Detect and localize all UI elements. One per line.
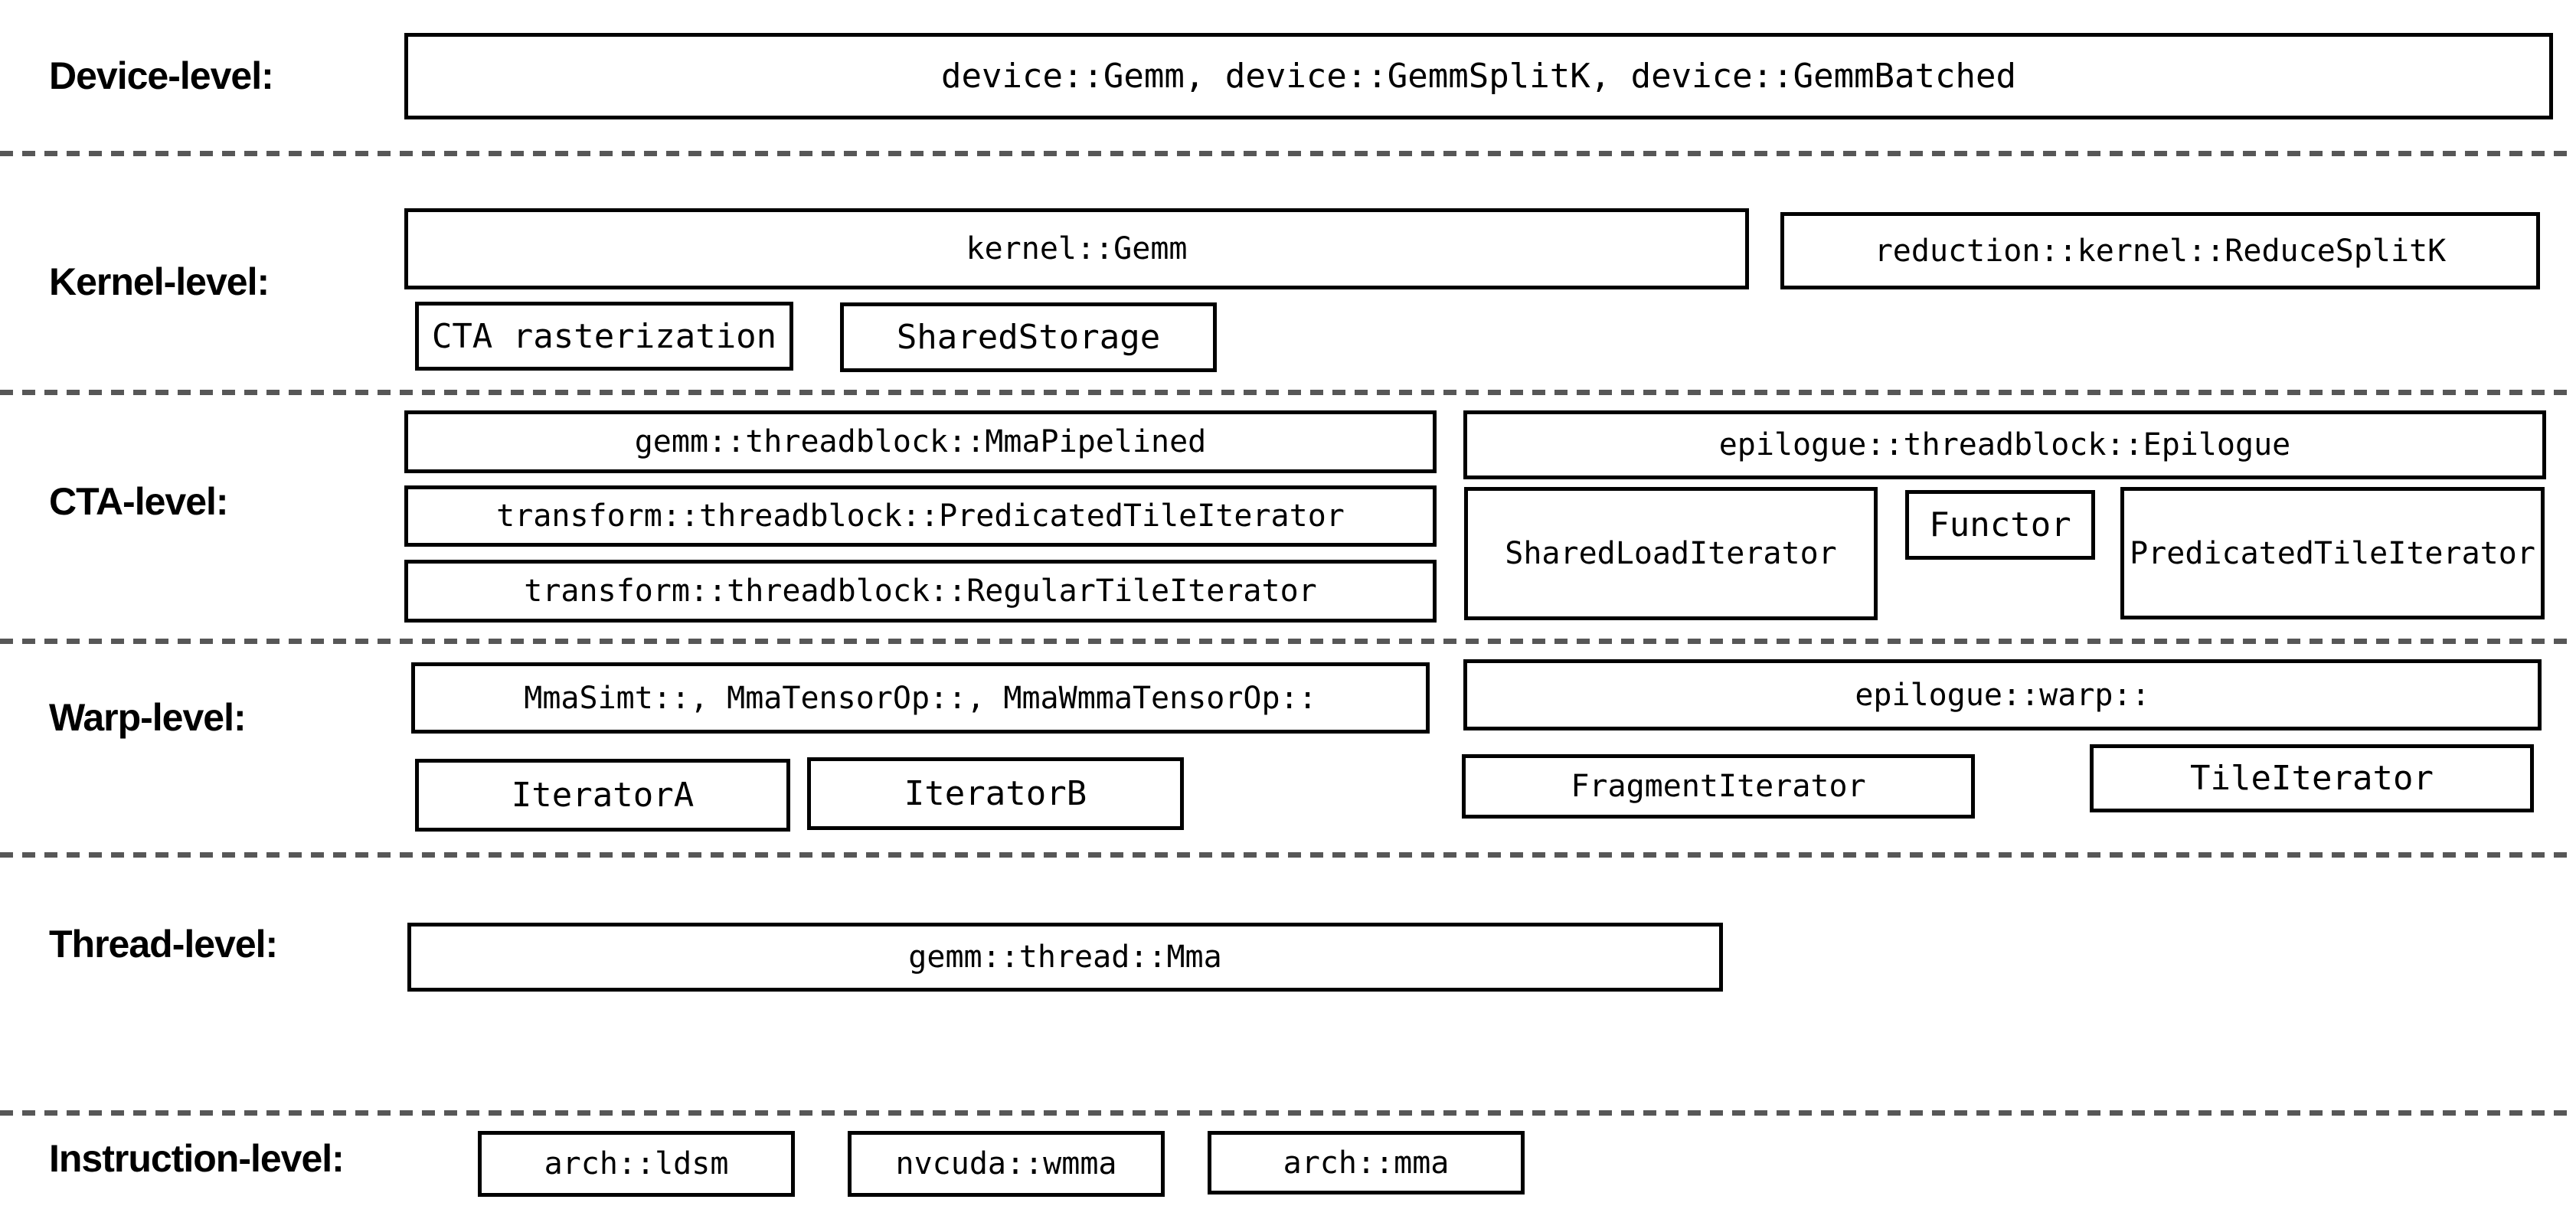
box-kernel-gemm: kernel::Gemm [404,208,1749,289]
box-fragment-iterator: FragmentIterator [1462,754,1975,819]
box-shared-storage: SharedStorage [840,302,1217,372]
box-iterator-b: IteratorB [807,757,1184,830]
level-separator-3 [0,639,2576,644]
box-nvcuda-wmma: nvcuda::wmma [848,1131,1165,1197]
box-arch-mma: arch::mma [1208,1131,1525,1194]
box-epilogue-warp: epilogue::warp:: [1463,659,2542,730]
box-arch-ldsm: arch::ldsm [478,1131,795,1197]
box-predicated-tile-iterator-transform: transform::threadblock::PredicatedTileIt… [404,485,1437,547]
box-gemm-thread-mma: gemm::thread::Mma [407,923,1723,992]
level-separator-5 [0,1110,2576,1116]
box-mma-simt-tensorop: MmaSimt::, MmaTensorOp::, MmaWmmaTensorO… [411,662,1430,734]
level-label-kernel: Kernel-level: [49,260,270,303]
box-regular-tile-iterator: transform::threadblock::RegularTileItera… [404,560,1437,623]
level-label-thread: Thread-level: [49,923,278,966]
level-separator-2 [0,390,2576,395]
level-label-instruction: Instruction-level: [49,1137,345,1180]
box-cta-rasterization: CTA rasterization [415,302,793,371]
box-epilogue-threadblock: epilogue::threadblock::Epilogue [1463,410,2546,479]
level-separator-4 [0,852,2576,858]
level-separator-1 [0,151,2576,156]
level-label-cta: CTA-level: [49,480,229,523]
box-shared-load-iterator: SharedLoadIterator [1464,487,1878,620]
box-predicated-tile-iterator-epilogue: PredicatedTileIterator [2120,487,2545,619]
box-functor: Functor [1905,490,2095,560]
level-label-warp: Warp-level: [49,696,247,739]
box-iterator-a: IteratorA [415,759,790,832]
level-label-device: Device-level: [49,54,274,97]
box-mma-pipelined: gemm::threadblock::MmaPipelined [404,410,1437,473]
box-reduce-splitk: reduction::kernel::ReduceSplitK [1780,212,2540,289]
box-tile-iterator: TileIterator [2090,744,2534,812]
box-device-gemm: device::Gemm, device::GemmSplitK, device… [404,33,2553,119]
